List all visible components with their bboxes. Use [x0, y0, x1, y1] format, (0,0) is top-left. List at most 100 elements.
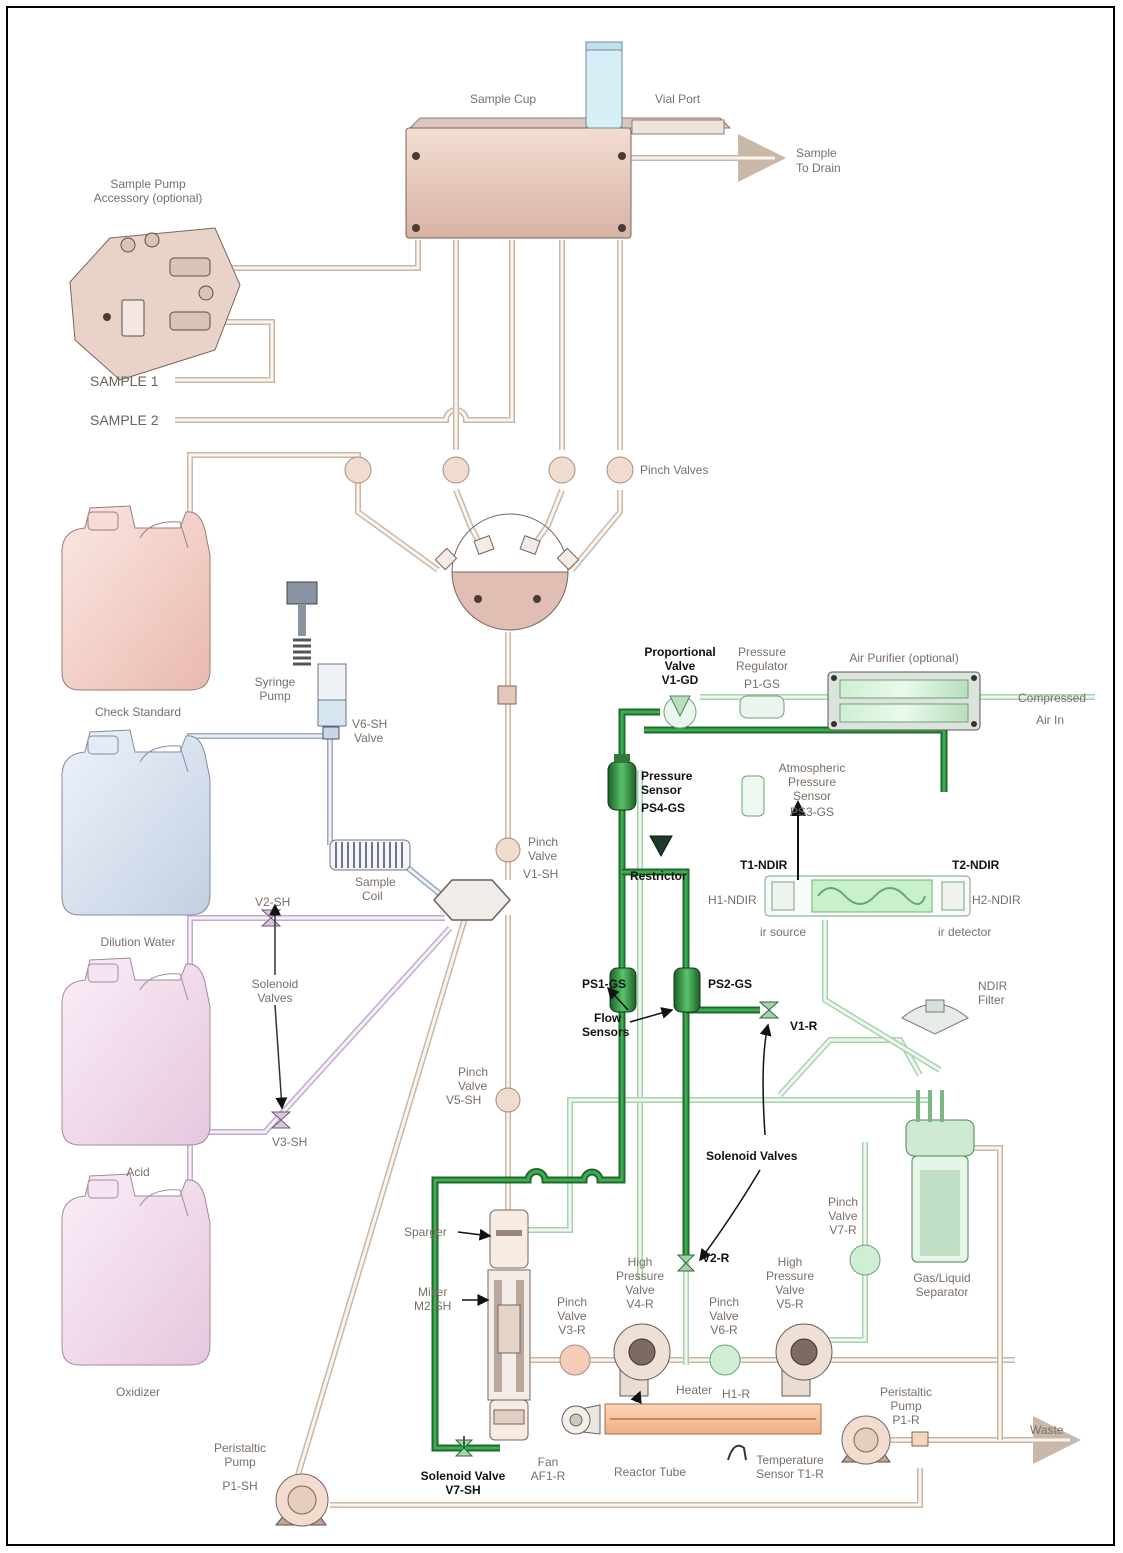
diagram-frame [6, 6, 1115, 1546]
label-solenoid-v7-sh: Solenoid Valve [421, 1469, 506, 1483]
label-pressure-sensor: Pressure [641, 769, 693, 783]
sample-pump [69, 227, 241, 381]
label-sample-1: SAMPLE 1 [90, 373, 159, 389]
label-atmospheric: Atmospheric [779, 761, 846, 775]
svg-text:P1-GS: P1-GS [744, 677, 780, 691]
pinch-valve-v6-r [709, 1344, 741, 1376]
solenoid-valve-v1-r [758, 1001, 780, 1019]
svg-text:Regulator: Regulator [736, 659, 788, 673]
label-temperature-sensor: Temperature [756, 1453, 824, 1467]
temperature-sensor [727, 1444, 747, 1461]
svg-text:Valve: Valve [528, 849, 557, 863]
svg-text:Separator: Separator [916, 1285, 969, 1299]
svg-text:V5-R: V5-R [776, 1297, 804, 1311]
label-air-in: Air In [1036, 713, 1064, 727]
peristaltic-pump-p1-r [840, 1415, 929, 1465]
fan-af1-r [561, 1404, 601, 1435]
label-compressed: Compressed [1018, 691, 1086, 705]
syringe-pump [286, 581, 347, 740]
svg-text:Filter: Filter [978, 993, 1005, 1007]
high-pressure-valve-v5-r [775, 1323, 833, 1397]
svg-text:Valve: Valve [665, 659, 696, 673]
svg-text:Accessory (optional): Accessory (optional) [94, 191, 203, 205]
label-vial-port: Vial Port [655, 92, 701, 106]
svg-text:Valve: Valve [354, 731, 383, 745]
svg-text:V3-R: V3-R [558, 1323, 586, 1337]
check-standard-container [61, 505, 211, 691]
label-air-purifier: Air Purifier (optional) [849, 651, 958, 665]
svg-text:Valve: Valve [458, 1079, 487, 1093]
gas-tubing-dark [431, 708, 948, 1452]
label-pressure-regulator: Pressure [738, 645, 786, 659]
svg-text:V1-SH: V1-SH [523, 867, 558, 881]
label-pinch-v1-sh: Pinch [528, 835, 558, 849]
manifold [434, 513, 580, 705]
flow-sensor-ps2-gs [673, 967, 701, 1013]
svg-text:P1-R: P1-R [892, 1413, 920, 1427]
svg-text:Valve: Valve [775, 1283, 804, 1297]
svg-text:Sensor T1-R: Sensor T1-R [756, 1467, 824, 1481]
svg-text:Valves: Valves [257, 991, 292, 1005]
label-syringe-pump: Syringe [255, 675, 296, 689]
label-peristaltic-left: Peristaltic [214, 1441, 266, 1455]
pressure-sensor-ps4-gs [607, 754, 637, 811]
svg-text:AF1-R: AF1-R [531, 1469, 566, 1483]
high-pressure-valve-v4-r [613, 1323, 671, 1397]
label-pinch-v7-r: Pinch [828, 1195, 858, 1209]
air-purifier [827, 671, 981, 731]
label-t1-ndir: T1-NDIR [740, 858, 788, 872]
label-t2-ndir: T2-NDIR [952, 858, 1000, 872]
sample-cup-block [405, 41, 732, 239]
svg-text:Pump: Pump [224, 1455, 256, 1469]
atmospheric-pressure-sensor [741, 775, 765, 817]
svg-text:To Drain: To Drain [796, 161, 841, 175]
label-sample-cup: Sample Cup [470, 92, 536, 106]
svg-text:Pressure: Pressure [766, 1269, 814, 1283]
label-peristaltic-right: Peristaltic [880, 1385, 932, 1399]
label-sample-to-drain: Sample [796, 146, 837, 160]
svg-text:P1-SH: P1-SH [222, 1479, 257, 1493]
label-gas-liquid-separator: Gas/Liquid [913, 1271, 970, 1285]
label-acid: Acid [126, 1165, 149, 1179]
label-ir-detector: ir detector [938, 925, 991, 939]
acid-container [61, 957, 211, 1146]
label-waste: Waste [1030, 1423, 1064, 1437]
label-v1-r: V1-R [790, 1019, 818, 1033]
label-sample-2: SAMPLE 2 [90, 412, 159, 428]
ndir-filter [901, 999, 969, 1035]
label-oxidizer: Oxidizer [116, 1385, 160, 1399]
label-ps2-gs: PS2-GS [708, 977, 752, 991]
label-v2-r: V2-R [702, 1251, 730, 1265]
v6-sh-valve [322, 726, 340, 740]
label-fan: Fan [538, 1455, 559, 1469]
label-v6-sh: V6-SH [352, 717, 387, 731]
svg-text:Valve: Valve [828, 1209, 857, 1223]
label-mixer: Mixer [418, 1285, 447, 1299]
reagent-tubing [187, 733, 453, 1220]
label-sample-pump: Sample Pump [110, 177, 186, 191]
svg-text:Pressure: Pressure [616, 1269, 664, 1283]
solenoid-valve-v7-sh [454, 1436, 474, 1457]
annotation-arrows [457, 986, 772, 1404]
solenoid-valve-v3-sh [270, 1111, 292, 1129]
svg-text:Sensors: Sensors [582, 1025, 630, 1039]
rotary-valve [432, 879, 512, 921]
svg-text:PS3-GS: PS3-GS [790, 805, 834, 819]
svg-text:Sensor: Sensor [793, 789, 831, 803]
pinch-valve-v1-sh [495, 837, 521, 863]
svg-text:V6-R: V6-R [710, 1323, 738, 1337]
label-solenoid-valves-left: Solenoid [252, 977, 299, 991]
label-flow-sensors: Flow [594, 1011, 622, 1025]
label-restrictor: Restrictor [630, 869, 687, 883]
label-v2-sh: V2-SH [255, 895, 290, 909]
liquid-tubing [175, 134, 1081, 1508]
labels: Sample Cup Vial Port Sample To Drain Sam… [90, 92, 1086, 1497]
label-ndir-filter: NDIR [978, 979, 1008, 993]
pressure-regulator-p1-gs [739, 695, 785, 719]
svg-text:Pressure: Pressure [788, 775, 836, 789]
label-solenoid-valves-right: Solenoid Valves [706, 1149, 798, 1163]
label-dilution-water: Dilution Water [101, 935, 176, 949]
dilution-water-container [61, 729, 211, 916]
